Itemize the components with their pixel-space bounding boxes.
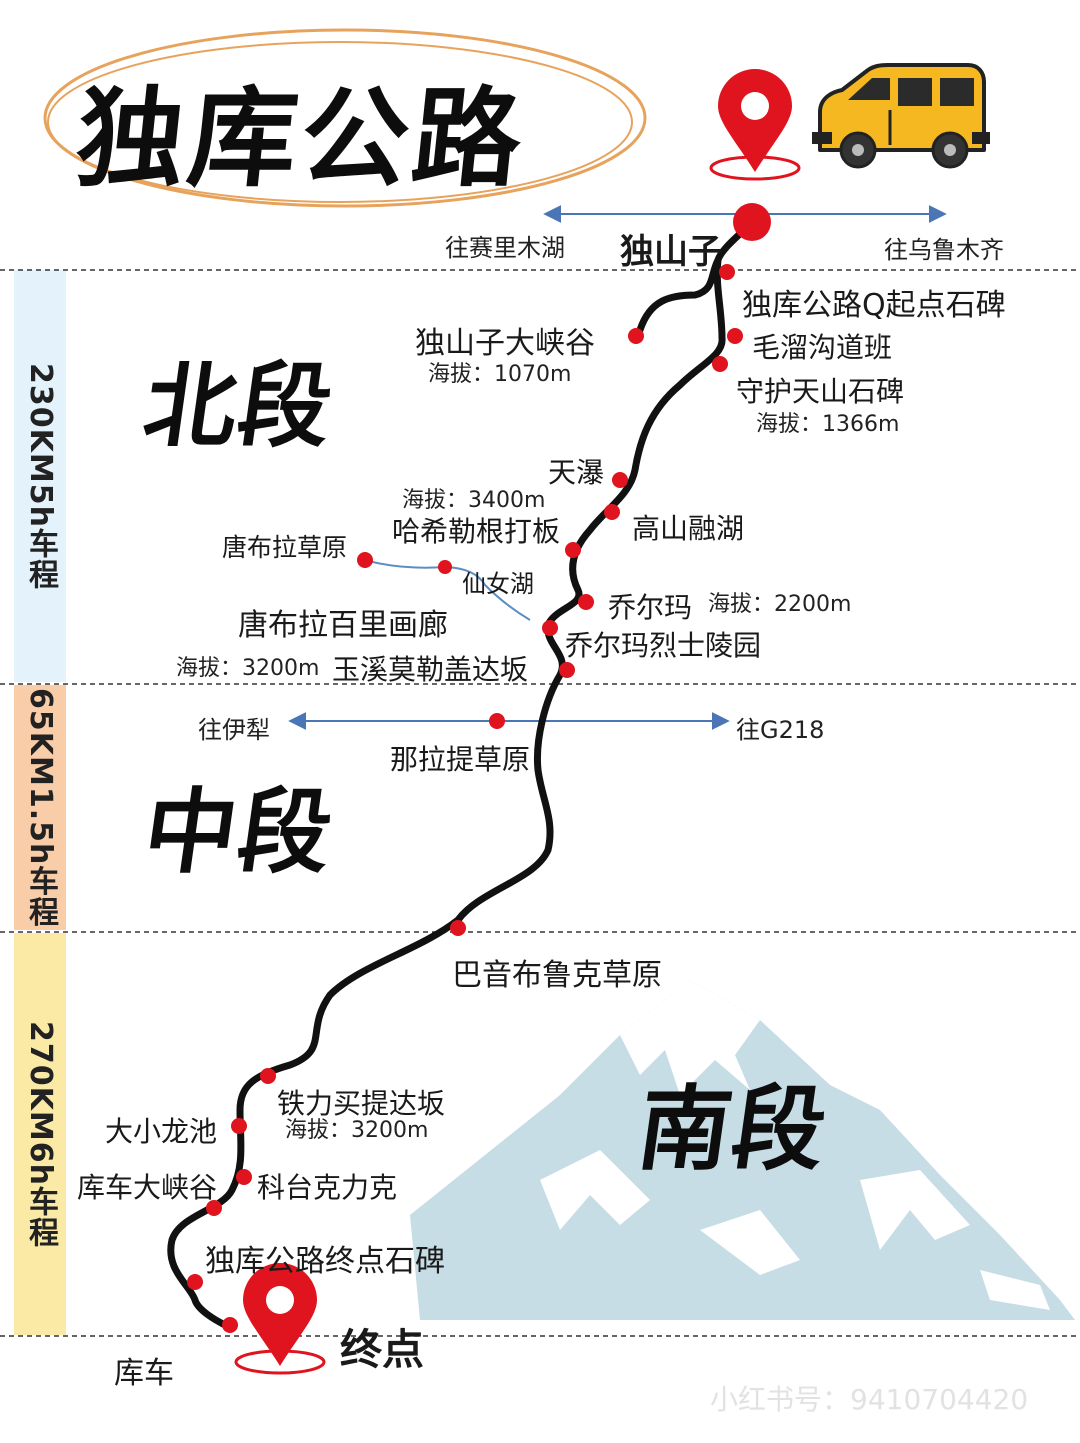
fairy-lake-label: 仙女湖 [462,570,534,598]
marker-nalati [489,713,505,729]
guard-tianshan-label: 守护天山石碑 [736,375,905,408]
direction-left-label: 往赛里木湖 [445,234,565,262]
marker-qiaoerma [578,594,594,610]
route-markers [187,203,771,1333]
start-place-label: 独山子 [620,232,722,272]
marker-yuximole [559,662,575,678]
tangbula-gallery-label: 唐布拉百里画廊 [238,608,448,643]
north-band [14,270,66,682]
dushanzi-canyon-label: 独山子大峡谷 [415,326,595,361]
tangbula-grassland-label: 唐布拉草原 [222,533,348,562]
daxiao-longchi-label: 大小龙池 [105,1115,218,1148]
road-line [167,218,756,1329]
watermark: 小红书号：9410704420 [710,1383,1029,1416]
kuche-label: 库车 [114,1356,174,1391]
van-icon [812,63,990,169]
tielimaiti-altitude: 海拔：3200m [285,1118,429,1143]
fairy-lake-branch [364,559,531,621]
direction-right-label: 往乌鲁木齐 [884,236,1004,264]
marker-gaoshan-lake [604,504,620,520]
bayinbuluke-label: 巴音布鲁克草原 [452,958,662,993]
middle-band [14,685,66,930]
north-section-name: 北段 [137,353,341,460]
marker-kuche-canyon [206,1200,222,1216]
map-pin-icon [709,69,801,181]
marker-tangbula-grassland [357,552,373,568]
qiaoerma-label: 乔尔玛 [608,591,693,624]
south-section-info: 270KM6h车程 [23,1020,58,1248]
marker-dushanzi-canyon [628,328,644,344]
yuximole-label: 玉溪莫勒盖达坂 [332,653,529,686]
end-stele-label: 独库公路终点石碑 [205,1244,445,1279]
south-band [14,933,66,1335]
north-section-info: 230KM5h车程 [23,362,58,590]
marker-end-stele [187,1274,203,1290]
marker-tielimaiti [260,1068,276,1084]
nalati-label: 那拉提草原 [390,743,531,776]
marker-fairy-lake [438,560,452,574]
middle-section-name: 中段 [137,779,341,886]
marker-start-stele [719,264,735,280]
marker-haxilegen [565,542,581,558]
gaoshan-lake-label: 高山融湖 [632,512,745,545]
marker-dushanzi [733,203,771,241]
dushanzi-canyon-altitude: 海拔：1070m [428,362,572,387]
mountain-icon [410,980,1075,1320]
maoliugou-label: 毛溜沟道班 [752,331,893,364]
tielimaiti-label: 铁力买提达坂 [277,1087,446,1120]
haxilegen-label: 哈希勒根打板 [392,515,561,548]
kuche-canyon-label: 库车大峡谷 [77,1171,218,1204]
qiaoerma-altitude: 海拔：2200m [708,592,852,617]
marker-bayinbuluke [450,920,466,936]
middle-section-info: 65KM1.5h车程 [23,687,58,928]
to-yili-label: 往伊犁 [198,716,270,744]
marker-martyrs-cemetery [542,620,558,636]
martyrs-cemetery-label: 乔尔玛烈士陵园 [565,629,762,662]
marker-guard-tianshan [712,356,728,372]
guard-tianshan-altitude: 海拔：1366m [756,412,900,437]
south-section-name: 南段 [631,1076,835,1183]
title-ring [43,28,647,208]
yuximole-altitude: 海拔：3200m [176,656,320,681]
page-title: 独库公路 [70,77,532,202]
end-label: 终点 [340,1325,425,1374]
end-map-pin-icon [234,1263,326,1375]
haxilegen-altitude: 海拔：3400m [402,488,546,513]
marker-ketaikelike [236,1169,252,1185]
start-stele-label: 独库公路Q起点石碑 [742,288,1006,323]
marker-kuche [222,1317,238,1333]
marker-tianpu [612,472,628,488]
ketaikelike-label: 科台克力克 [257,1171,398,1204]
marker-daxiao-longchi [231,1118,247,1134]
marker-maoliugou [727,328,743,344]
tianpu-label: 天瀑 [548,456,605,489]
section-dividers [0,269,1080,1337]
to-g218-label: 往G218 [736,716,825,744]
